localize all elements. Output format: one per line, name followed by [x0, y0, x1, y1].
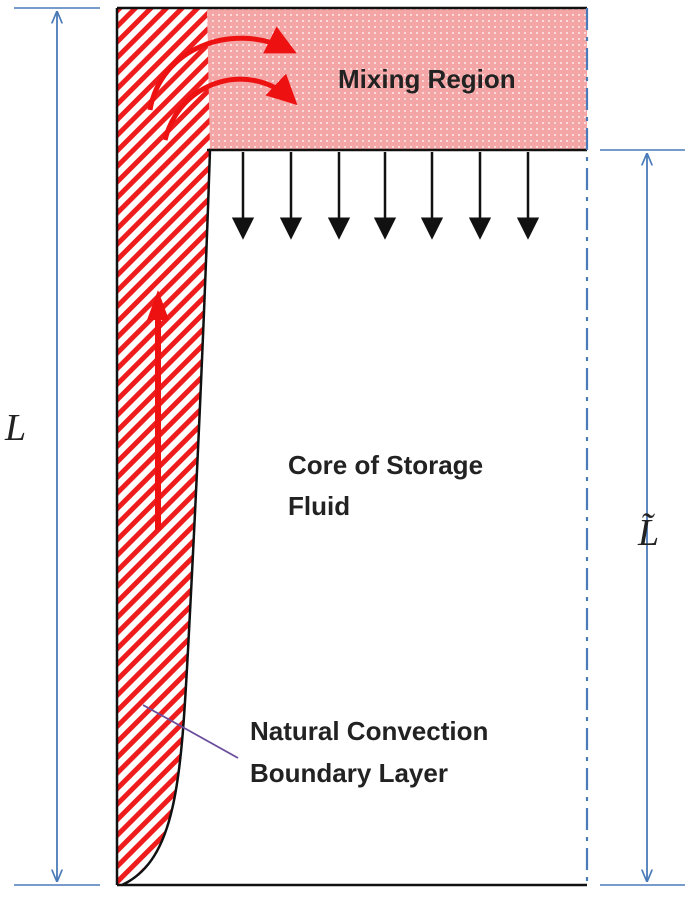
core-height-dimension [600, 149, 685, 886]
curved-arrow-icon [147, 26, 298, 141]
tank-outline [115, 6, 589, 887]
downward-arrows [231, 152, 540, 240]
core-label-line1: Core of Storage [288, 450, 483, 480]
upward-flow-arrow [147, 290, 169, 530]
total-height-label: L [4, 407, 26, 449]
mixing-region-label: Mixing Region [338, 64, 516, 94]
boundary-layer-label-line1: Natural Convection [250, 716, 488, 746]
boundary-layer-label-line2: Boundary Layer [250, 758, 448, 788]
boundary-layer-profile [121, 149, 212, 887]
core-label-line2: Fluid [288, 491, 350, 521]
core-height-label: L̃ [637, 512, 659, 554]
total-height-dimension [14, 7, 100, 886]
boundary-layer-leader-line [142, 704, 239, 759]
